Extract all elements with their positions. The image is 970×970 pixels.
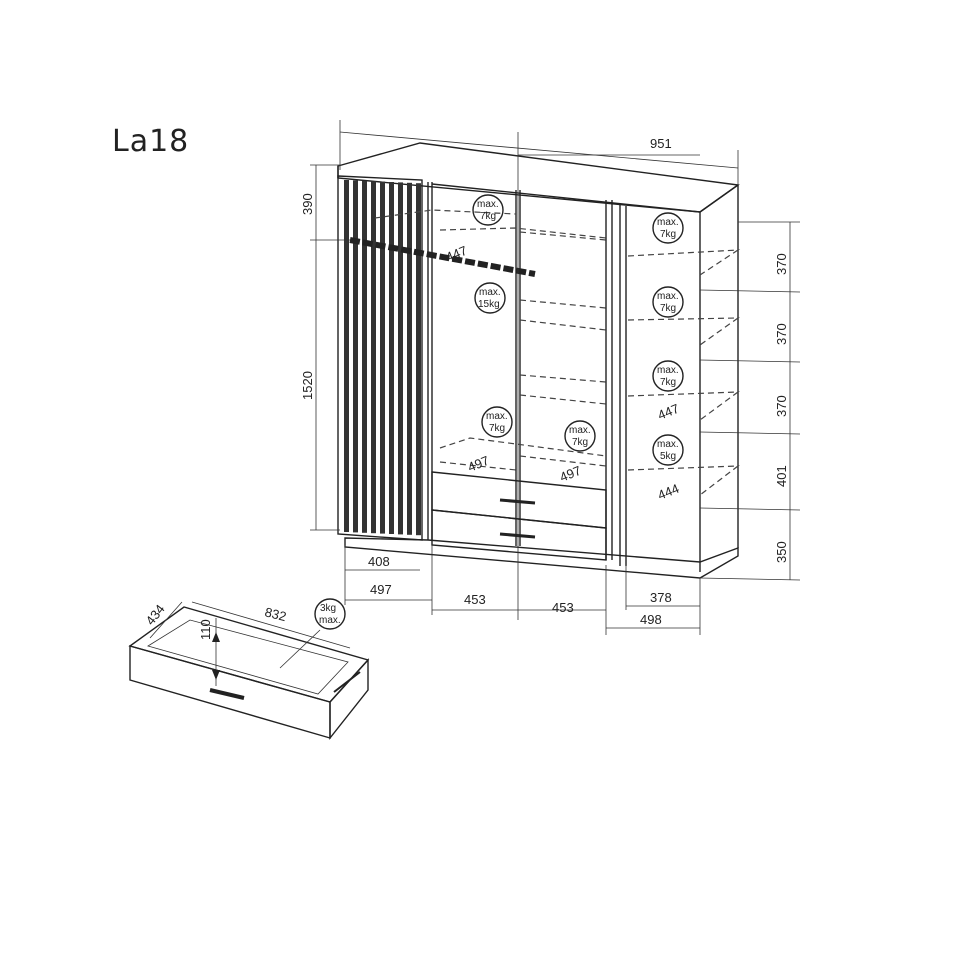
- dim-inner-497-mid: 497: [558, 463, 584, 485]
- svg-text:max.: max.: [477, 199, 499, 210]
- load-badge-shelf-left-low: max. 7kg: [481, 406, 513, 438]
- door-slat: [353, 180, 358, 533]
- drawer-depth: 434: [143, 602, 168, 628]
- load-badge-shelf-mid-low: max. 7kg: [564, 420, 596, 452]
- svg-text:7kg: 7kg: [572, 437, 588, 448]
- svg-text:7kg: 7kg: [489, 423, 505, 434]
- svg-text:max.: max.: [657, 217, 679, 228]
- svg-text:7kg: 7kg: [660, 303, 676, 314]
- wardrobe-drawers: [431, 471, 607, 561]
- load-badge-rail: max. 15kg: [474, 282, 506, 314]
- load-badge-drawer: 3kg max.: [314, 598, 346, 630]
- dim-col4: 498: [640, 612, 662, 627]
- dim-right-5: 350: [774, 541, 789, 563]
- svg-text:max.: max.: [479, 287, 501, 298]
- svg-text:7kg: 7kg: [660, 229, 676, 240]
- svg-text:max.: max.: [657, 439, 679, 450]
- drawer-detail: [128, 601, 370, 741]
- dim-total-width: 951: [650, 136, 672, 151]
- svg-text:7kg: 7kg: [480, 211, 496, 222]
- svg-text:max.: max.: [657, 291, 679, 302]
- dim-inner-497-left: 497: [466, 453, 492, 475]
- door-slat: [398, 182, 403, 535]
- svg-text:7kg: 7kg: [660, 377, 676, 388]
- dimension-labels: 951 408 497 453 453 378 498 390 1520 370…: [300, 136, 789, 627]
- svg-text:max.: max.: [569, 425, 591, 436]
- hanging-rail: [349, 237, 536, 277]
- dim-right-1: 370: [774, 253, 789, 275]
- svg-text:max.: max.: [657, 365, 679, 376]
- drawer-height: 110: [198, 619, 213, 640]
- drawer-width: 832: [263, 604, 288, 624]
- dim-height-top: 390: [300, 193, 315, 215]
- svg-text:max.: max.: [486, 411, 508, 422]
- load-badge-shelf-right-3: max. 7kg: [652, 360, 684, 392]
- load-badge-shelf-right-4: max. 5kg: [652, 434, 684, 466]
- door-slat: [380, 181, 385, 534]
- load-badge-shelf-top-left: max. 7kg: [472, 194, 504, 226]
- dim-left-depth: 408: [368, 554, 390, 569]
- door-slat: [389, 182, 394, 534]
- load-badges: max. 7kg max. 15kg max. 7kg max. 7kg max…: [472, 194, 684, 466]
- dim-right-4: 401: [774, 465, 789, 487]
- dimension-lines: [310, 120, 801, 635]
- load-badge-shelf-right-2: max. 7kg: [652, 286, 684, 318]
- svg-text:max.: max.: [319, 615, 341, 626]
- left-slatted-door: [337, 175, 423, 541]
- load-badge-shelf-right-1: max. 7kg: [652, 212, 684, 244]
- dim-height-main: 1520: [300, 371, 315, 400]
- svg-text:5kg: 5kg: [660, 451, 676, 462]
- door-slat: [416, 183, 421, 536]
- dim-right-2: 370: [774, 323, 789, 345]
- dim-right-depth: 378: [650, 590, 672, 605]
- dim-col3: 453: [552, 600, 574, 615]
- shelves: [374, 209, 741, 496]
- dim-inner-447-right: 447: [656, 401, 682, 423]
- door-slat: [344, 180, 349, 532]
- dim-right-3: 370: [774, 395, 789, 417]
- svg-text:15kg: 15kg: [478, 299, 500, 310]
- door-slat: [362, 180, 367, 533]
- cabinet-frame: [427, 182, 701, 566]
- dim-inner-444: 444: [656, 481, 682, 503]
- door-slat: [371, 181, 376, 534]
- door-slat: [407, 182, 412, 535]
- svg-text:3kg: 3kg: [320, 603, 336, 614]
- dim-col1: 497: [370, 582, 392, 597]
- model-title: La18: [112, 124, 190, 159]
- dim-col2: 453: [464, 592, 486, 607]
